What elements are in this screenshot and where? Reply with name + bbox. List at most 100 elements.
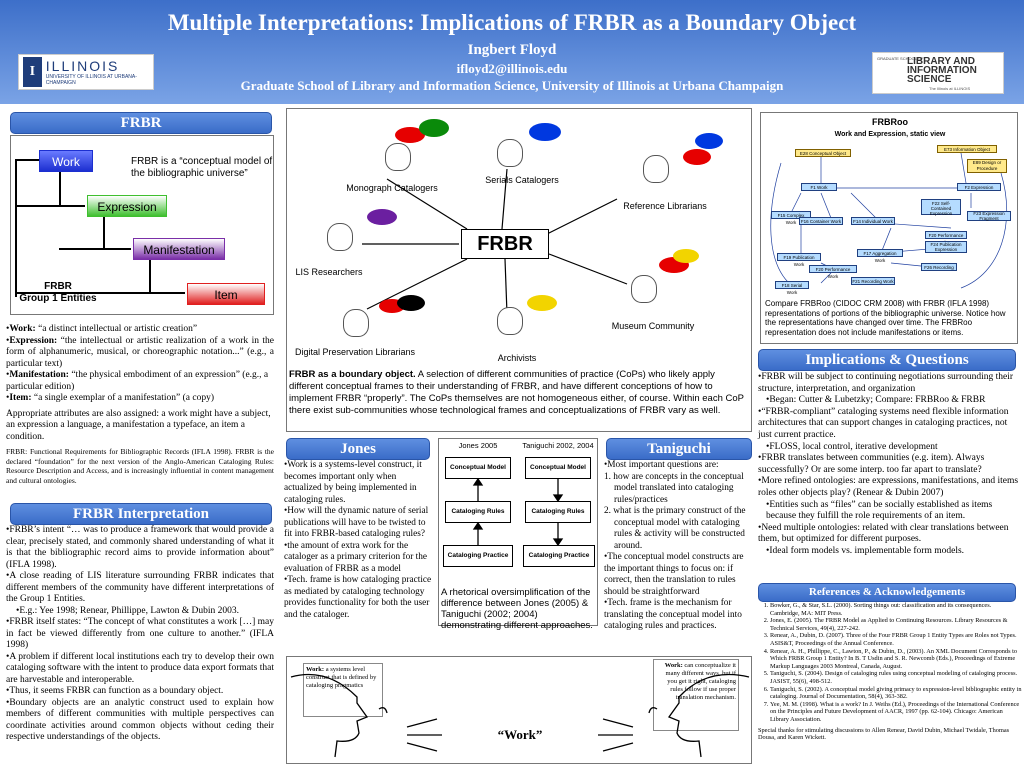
logo-right-top: GRADUATE SCHOOL OF	[877, 56, 924, 61]
jones-heading: Jones	[286, 438, 430, 460]
ref-item: Jones, E. (2005). The FRBR Model as Appl…	[770, 617, 1022, 632]
interp-p5: •A problem if different local institutio…	[6, 651, 274, 685]
thought-blue	[529, 123, 561, 141]
ref-item: Renear, A. H., Phillippe, C., Lawton, P.…	[770, 648, 1022, 671]
label-monograph: Monograph Catalogers	[346, 183, 438, 193]
gslis-logo: GRADUATE SCHOOL OF LIBRARY AND INFORMATI…	[872, 52, 1004, 94]
head-icon	[343, 309, 369, 337]
tan-3: 2. what is the primary construct of the …	[604, 506, 746, 551]
interp-p2: •A close reading of LIS literature surro…	[6, 571, 274, 604]
refs-list: Bowker, G., & Star, S.L. (2000). Sorting…	[758, 602, 1022, 742]
work-left-note: Work: a systems level construct that is …	[303, 663, 383, 717]
thought-purple	[367, 209, 397, 225]
head-icon	[327, 223, 353, 251]
taniguchi-list: •Most important questions are: 1. how ar…	[604, 460, 756, 633]
frbr-work-box: Work	[39, 150, 93, 172]
def-work: •Work: “a distinct intellectual or artis…	[6, 324, 198, 334]
node-e28: E28 Conceptual Object	[795, 149, 851, 157]
author-email: ifloyd2@illinois.edu	[456, 61, 568, 76]
impl-9: •Ideal form models vs. implementable for…	[766, 545, 965, 556]
impl-1: •FRBR will be subject to continuing nego…	[758, 372, 1014, 394]
frbr-diagram: Work Expression Manifestation Item FRBR …	[10, 135, 274, 315]
interp-p3: •E.g.: Yee 1998; Renear, Phillippe, Lawt…	[16, 605, 240, 616]
jones-cataloging-practice: Cataloging Practice	[443, 545, 513, 567]
ref-item: Yee, M. M. (1998). What is a work? In J.…	[770, 701, 1022, 724]
refs-thanks: Special thanks for stimulating discussio…	[758, 726, 1010, 742]
tan-4: •The conceptual model constructs are the…	[604, 552, 744, 597]
implications-list: •FRBR will be subject to continuing nego…	[758, 372, 1022, 558]
frbroo-subtitle: Work and Expression, static view	[834, 131, 946, 138]
node-f22: F22 Self-Contained Expression	[921, 199, 961, 216]
poster-title: Multiple Interpretations: Implications o…	[167, 10, 857, 35]
node-f17: F17 Aggregation Work	[857, 249, 903, 263]
jones-4: •Tech. frame is how cataloging practice …	[284, 575, 432, 620]
thought-red	[683, 149, 711, 165]
refs-heading: References & Acknowledgements	[758, 583, 1016, 602]
head-icon	[631, 275, 657, 303]
impl-4: •FLOSS, local control, iterative develop…	[766, 441, 938, 452]
impl-3: •“FRBR-compliant” cataloging systems nee…	[758, 406, 1009, 440]
impl-5: •FRBR translates between communities (e.…	[758, 453, 985, 475]
poster-header	[0, 0, 1024, 104]
def-manifestation: •Manifestation: “the physical embodiment…	[6, 370, 269, 392]
node-f20-plan: F20 Performance Plan	[925, 231, 967, 245]
logo-left-sub: UNIVERSITY OF ILLINOIS AT URBANA-CHAMPAI…	[45, 74, 137, 86]
compare-arrows	[472, 477, 564, 547]
tan-1: •Most important questions are:	[604, 460, 719, 470]
thought-yellow	[673, 249, 699, 263]
taniguchi-heading: Taniguchi	[606, 438, 752, 460]
ref-item: Taniguchi, S. (2004). Design of catalogi…	[770, 670, 1022, 685]
illinois-logo: I ILLINOIS UNIVERSITY OF ILLINOIS AT URB…	[18, 54, 154, 90]
label-serials: Serials Catalogers	[485, 175, 559, 185]
node-f26: F26 Recording	[921, 263, 957, 271]
interp-heading: FRBR Interpretation	[10, 503, 272, 525]
impl-7: •Entities such as “files” can be sociall…	[766, 499, 993, 522]
node-f23: F23 Expression Fragment	[967, 211, 1011, 221]
comparison-panel: Jones 2005 Taniguchi 2002, 2004 Conceptu…	[438, 438, 598, 631]
def-item: •Item: “a single exemplar of a manifesta…	[6, 393, 215, 403]
node-e89: E89 Design or Procedure	[967, 159, 1007, 173]
compare-caption: A rhetorical oversimplification of the d…	[441, 587, 593, 631]
frbroo-title: FRBRoo	[872, 117, 908, 127]
frbr-definitions: •Work: “a distinct intellectual or artis…	[6, 324, 274, 485]
def-expression: •Expression: “the intellectual or artist…	[6, 335, 274, 369]
logo-left-name: ILLINOIS	[45, 58, 120, 74]
work-faces	[290, 673, 750, 758]
affiliation: Graduate School of Library and Informati…	[240, 78, 784, 93]
author-name: Ingbert Floyd	[467, 42, 557, 58]
thought-black	[397, 295, 425, 311]
tan-2: 1. how are concepts in the conceptual mo…	[604, 471, 744, 505]
frbr-center-box: FRBR	[461, 229, 549, 259]
ref-item: Renear, A., Dubin, D. (2007). Three of t…	[770, 632, 1022, 647]
jones-1: •Work is a systems-level construct, it b…	[284, 460, 422, 505]
thought-green	[419, 119, 449, 137]
frbr-expression-box: Expression	[87, 195, 167, 217]
frbr-manifestation-box: Manifestation	[133, 238, 225, 260]
tan-cataloging-practice: Cataloging Practice	[523, 545, 595, 567]
node-f14: F14 Individual Work	[851, 217, 895, 225]
compare-col1: Jones 2005	[458, 441, 498, 450]
interp-text: •FRBR’s intent “… was to produce a frame…	[6, 525, 274, 744]
head-icon	[643, 155, 669, 183]
node-f19: F19 Publication Work	[777, 253, 821, 267]
logo-right-sub: The Illinois at ILLINOIS	[929, 86, 971, 91]
frbr-group-label: FRBR Group 1 Entities	[19, 281, 97, 304]
head-icon	[497, 139, 523, 167]
label-reference: Reference Librarians	[623, 201, 707, 211]
impl-2: •Began: Cutter & Lubetzky; Compare: FRBR…	[766, 395, 986, 406]
boundary-object-panel: FRBR Monograph Catalogers Serials Catalo…	[286, 108, 752, 432]
implications-heading: Implications & Questions	[758, 349, 1016, 371]
node-f15: F15 Complex Work	[771, 211, 811, 225]
work-panel: Work: a systems level construct that is …	[286, 656, 752, 764]
node-f24: F24 Publication Expression	[925, 241, 967, 253]
tan-5: •Tech. frame is the mechanism for transl…	[604, 598, 742, 631]
frbroo-edges	[770, 152, 1008, 289]
frbr-attributes: Appropriate attributes are also assigned…	[6, 408, 271, 442]
label-archivists: Archivists	[497, 353, 537, 363]
jones-2: •How will the dynamic nature of serial p…	[284, 506, 429, 539]
node-f1: F1 Work	[801, 183, 837, 191]
interp-p7: •Boundary objects are an analytic constr…	[6, 697, 274, 743]
frbr-quote: FRBR is a “conceptual model of the bibli…	[131, 156, 273, 179]
label-digital: Digital Preservation Librarians	[294, 347, 416, 357]
interp-p1: •FRBR’s intent “… was to produce a frame…	[6, 525, 274, 570]
